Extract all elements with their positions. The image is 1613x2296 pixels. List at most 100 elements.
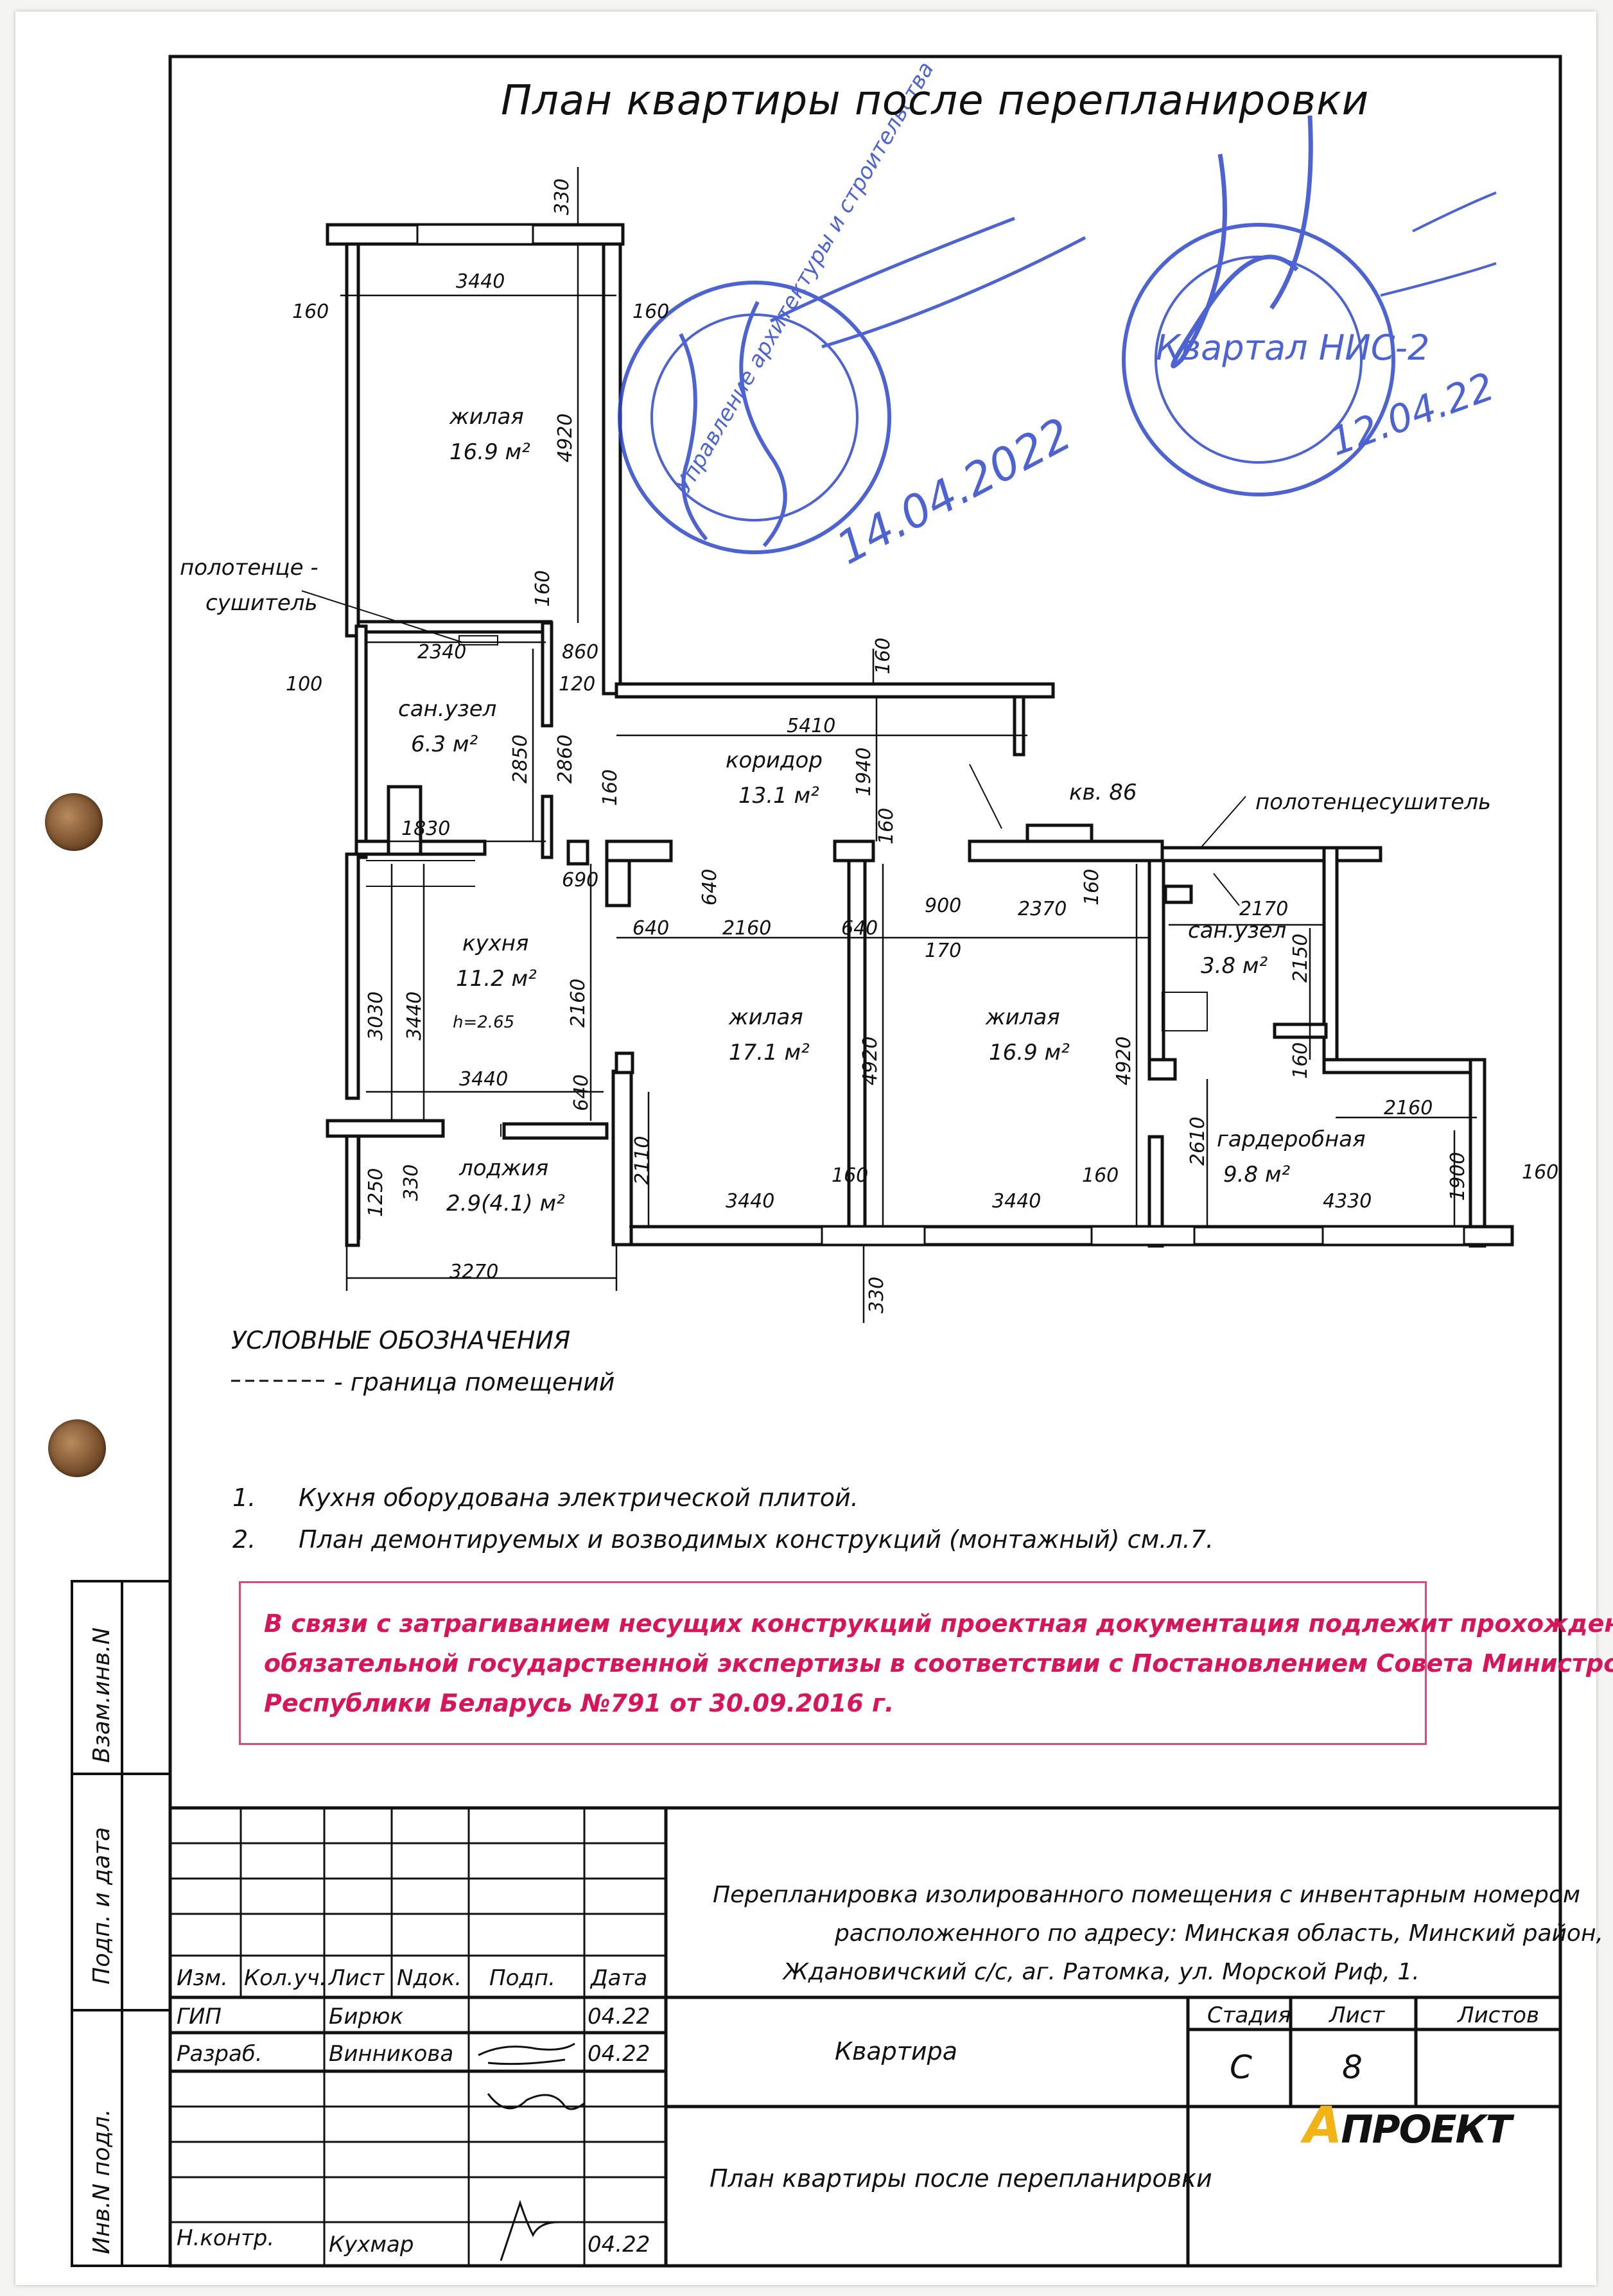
room-name: кухня xyxy=(462,931,528,956)
room-name: коридор xyxy=(726,748,823,773)
room-area: 16.9 м² xyxy=(449,439,530,465)
stage-value: С xyxy=(1230,2049,1252,2086)
signatures xyxy=(478,2042,585,2261)
dimension-value: 330 xyxy=(400,1164,423,1201)
dimension-value: 160 xyxy=(599,769,622,806)
room-name: сан.узел xyxy=(398,696,496,722)
dimension-value: 160 xyxy=(632,301,669,323)
dimension-value: 1830 xyxy=(401,818,450,840)
dimension-lines xyxy=(340,167,1477,1323)
dimension-value: 160 xyxy=(1081,869,1103,906)
room-area: 13.1 м² xyxy=(738,783,819,809)
side-label: Взам.инв.N xyxy=(89,1627,115,1763)
person-name: Кухмар xyxy=(329,2232,414,2257)
room-area: 16.9 м² xyxy=(989,1040,1070,1065)
dimension-value: 160 xyxy=(872,638,894,674)
dimension-value: 2110 xyxy=(631,1136,654,1185)
title-block-thin xyxy=(170,1808,666,2266)
warning-box: В связи с затрагиванием несущих конструк… xyxy=(239,1581,1613,1745)
sign-date: 04.22 xyxy=(588,2232,650,2257)
towel-dryer-label: полотенцесушитель xyxy=(1255,789,1491,815)
dimension-value: 3440 xyxy=(726,1190,774,1213)
dimension-value: 1900 xyxy=(1447,1152,1469,1201)
person-name: Бирюк xyxy=(329,2004,404,2029)
sheets-label: Листов xyxy=(1458,2002,1540,2028)
dimension-value: 120 xyxy=(559,673,595,696)
room-name: лоджия xyxy=(458,1155,548,1181)
room-name: жилая xyxy=(985,1004,1060,1030)
legend-item: - граница помещений xyxy=(334,1368,615,1396)
dimension-value: 3440 xyxy=(459,1068,508,1091)
company-logo: АПРОЕКТ xyxy=(1303,2097,1512,2155)
dimension-value: 900 xyxy=(925,895,961,917)
dimension-values: 330 3440 160 160 4920 160 2340 860 100 1… xyxy=(286,179,1558,1313)
side-strip-labels: Взам.инв.N Подп. и дата Инв.N подл. xyxy=(89,1627,115,2254)
side-label: Подп. и дата xyxy=(89,1827,115,1985)
col-header: Кол.уч. xyxy=(244,1965,327,1991)
dimension-value: 4920 xyxy=(859,1037,882,1085)
stage-label: Стадия xyxy=(1207,2002,1291,2028)
legend-heading: УСЛОВНЫЕ ОБОЗНАЧЕНИЯ xyxy=(231,1326,571,1354)
dimension-value: 330 xyxy=(551,179,573,215)
project-line: Перепланировка изолированного помещения … xyxy=(713,1882,1581,1908)
room-labels: жилая 16.9 м² сан.узел 6.3 м² коридор 13… xyxy=(180,404,1491,1216)
dimension-value: 3440 xyxy=(456,270,505,293)
dimension-value: 860 xyxy=(562,641,598,663)
warning-line: Республики Беларусь №791 от 30.09.2016 г… xyxy=(264,1689,894,1717)
dimension-value: 2850 xyxy=(509,735,532,784)
room-area: 3.8 м² xyxy=(1201,953,1268,979)
object-name: Квартира xyxy=(835,2037,958,2065)
towel-dryer-label: сушитель xyxy=(205,590,318,616)
person-name: Винникова xyxy=(329,2041,454,2067)
dimension-value: 160 xyxy=(532,570,554,607)
dimension-value: 2340 xyxy=(417,641,466,663)
dimension-value: 2160 xyxy=(567,979,589,1028)
dimension-value: 100 xyxy=(286,673,322,696)
handwritten-date-2: 12.04.22 xyxy=(1323,364,1500,465)
dimension-value: 2160 xyxy=(722,917,771,940)
room-name: сан.узел xyxy=(1188,918,1286,943)
dimension-value: 5410 xyxy=(787,715,835,737)
dimension-value: 640 xyxy=(699,869,721,906)
room-area: 11.2 м² xyxy=(456,966,537,992)
drawing-frame xyxy=(168,55,1562,2268)
col-header: Подп. xyxy=(489,1965,555,1991)
dimension-value: 160 xyxy=(875,808,898,845)
dimension-value: 160 xyxy=(292,301,329,323)
sheet-value: 8 xyxy=(1342,2049,1363,2086)
note-number: 1. xyxy=(232,1484,256,1512)
dimension-value: 2150 xyxy=(1289,934,1312,983)
side-label: Инв.N подл. xyxy=(89,2109,115,2254)
dimension-value: 2170 xyxy=(1239,898,1288,920)
apartment-number: кв. 86 xyxy=(1069,780,1137,805)
dimension-value: 3440 xyxy=(403,992,426,1040)
room-area: 6.3 м² xyxy=(411,732,478,757)
dimension-value: 2860 xyxy=(554,735,577,784)
role: Н.контр. xyxy=(177,2225,275,2251)
room-area: 17.1 м² xyxy=(729,1040,810,1065)
note-text: План демонтируемых и возводимых конструк… xyxy=(299,1525,1214,1554)
dimension-value: 160 xyxy=(1082,1164,1119,1187)
note-number: 2. xyxy=(232,1525,256,1554)
room-area: 9.8 м² xyxy=(1223,1162,1291,1187)
dimension-value: 4330 xyxy=(1323,1190,1372,1213)
dimension-value: 640 xyxy=(632,917,669,940)
warning-line: обязательной государственной экспертизы … xyxy=(264,1649,1613,1678)
col-header: Дата xyxy=(591,1965,648,1991)
stamp-architecture: Управление архитектуры и строительства 1… xyxy=(618,58,1086,575)
binder-hole xyxy=(48,1419,106,1477)
side-strip xyxy=(71,1580,171,2267)
role: ГИП xyxy=(177,2004,222,2029)
room-height: h=2.65 xyxy=(453,1013,514,1032)
drawing-sheet xyxy=(15,12,1596,2285)
dimension-value: 2610 xyxy=(1187,1117,1209,1166)
room-name: жилая xyxy=(728,1004,803,1030)
stamp-association: Квартал НИС-2 12.04.22 xyxy=(1122,115,1500,496)
room-name: жилая xyxy=(449,404,524,430)
dimension-value: 160 xyxy=(832,1164,868,1187)
dimension-value: 1250 xyxy=(365,1168,387,1217)
dimension-value: 1940 xyxy=(853,748,875,796)
sign-date: 04.22 xyxy=(588,2041,650,2067)
sign-date: 04.22 xyxy=(588,2004,650,2029)
dimension-value: 160 xyxy=(1289,1042,1312,1079)
